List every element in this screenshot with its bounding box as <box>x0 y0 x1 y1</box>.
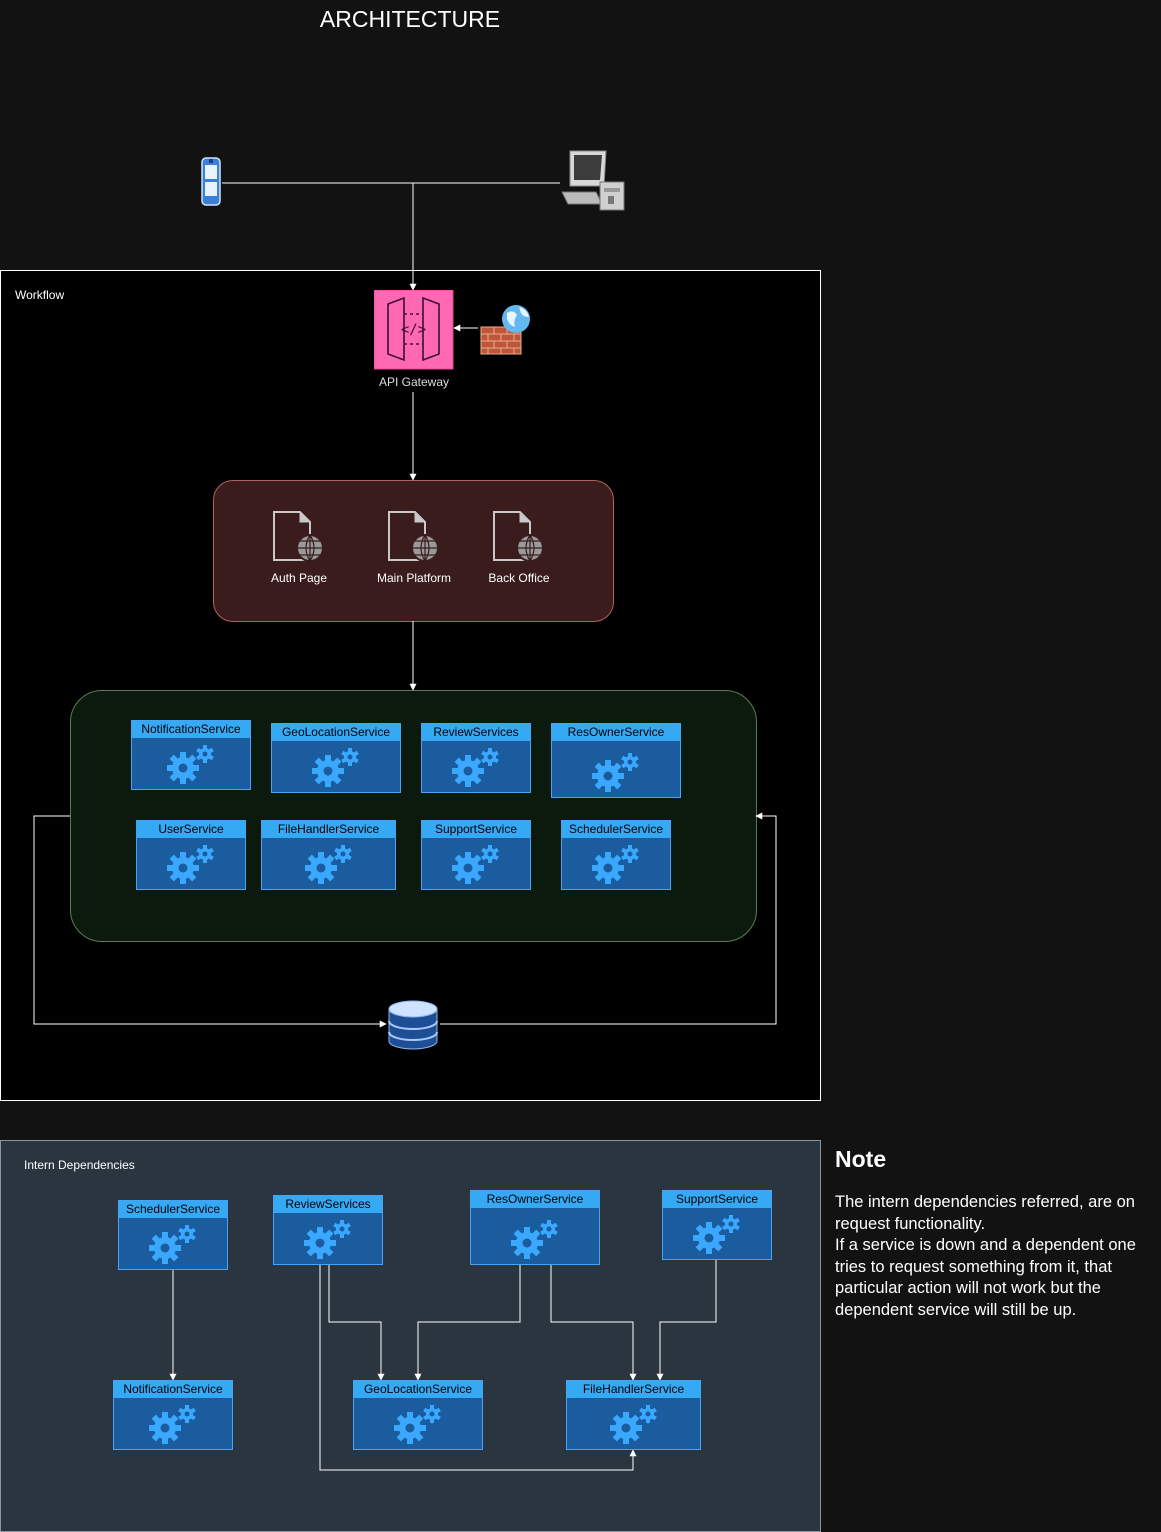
dependency-service-box[interactable]: SchedulerService <box>118 1200 228 1270</box>
dependency-service-box[interactable]: FileHandlerService <box>566 1380 701 1450</box>
gear-icon <box>592 845 639 884</box>
workflow-service-box[interactable]: FileHandlerService <box>261 820 396 890</box>
review-to-geolocation-arrow <box>328 1265 385 1381</box>
web-page-icon <box>273 511 324 562</box>
dependency-service-box[interactable]: GeoLocationService <box>353 1380 483 1450</box>
note-body: The intern dependencies referred, are on… <box>835 1193 1136 1319</box>
api-gateway-label: API Gateway <box>378 375 450 389</box>
dependency-service-box[interactable]: NotificationService <box>113 1380 233 1450</box>
web-page-label: Back Office <box>488 571 550 585</box>
firewall-icon <box>480 305 530 355</box>
gear-icon <box>312 748 359 787</box>
services-to-db-arrow <box>33 815 387 1028</box>
workflow-service-box[interactable]: SupportService <box>421 820 531 890</box>
workflow-label: Workflow <box>15 288 65 302</box>
service-name: NotificationService <box>132 721 250 738</box>
gear-icon <box>452 845 499 884</box>
workflow-service-box[interactable]: SchedulerService <box>561 820 671 890</box>
service-name: SchedulerService <box>119 1201 227 1218</box>
resowner-to-filehandler-arrow <box>550 1265 637 1381</box>
desktop-computer-icon <box>561 150 625 211</box>
database-icon <box>388 1000 438 1050</box>
support-to-filehandler-arrow <box>656 1260 717 1381</box>
service-name: GeoLocationService <box>272 724 400 741</box>
workflow-service-box[interactable]: UserService <box>136 820 246 890</box>
review-to-filehandler-arrow <box>319 1265 637 1471</box>
service-name: ResOwnerService <box>552 724 680 741</box>
gear-icon <box>693 1215 740 1254</box>
web-page-2[interactable] <box>387 510 441 569</box>
note-title: Note <box>835 1146 887 1172</box>
service-name: NotificationService <box>114 1381 232 1398</box>
gear-icon <box>149 1405 196 1444</box>
workflow-service-box[interactable]: ResOwnerService <box>551 723 681 798</box>
workflow-service-box[interactable]: ReviewServices <box>421 723 531 793</box>
service-name: SupportService <box>663 1191 771 1208</box>
service-name: ResOwnerService <box>471 1191 599 1208</box>
service-name: UserService <box>137 821 245 838</box>
gear-icon <box>167 845 214 884</box>
service-name: GeoLocationService <box>354 1381 482 1398</box>
service-name: ReviewServices <box>274 1196 382 1213</box>
gear-icon <box>452 748 499 787</box>
service-name: SchedulerService <box>562 821 670 838</box>
service-name: FileHandlerService <box>567 1381 700 1398</box>
workflow-service-box[interactable]: NotificationService <box>131 720 251 790</box>
gear-icon <box>149 1225 196 1264</box>
web-page-icon <box>493 511 544 562</box>
dependency-service-box[interactable]: SupportService <box>662 1190 772 1260</box>
gear-icon <box>167 745 214 784</box>
gear-icon <box>394 1405 441 1444</box>
gear-icon <box>609 1405 657 1444</box>
gear-icon <box>304 845 352 884</box>
svg-text:</>: </> <box>401 322 426 338</box>
resowner-to-geolocation-arrow <box>414 1265 521 1381</box>
db-to-services-arrow <box>440 812 777 1025</box>
dependency-service-box[interactable]: ReviewServices <box>273 1195 383 1265</box>
web-page-3[interactable] <box>492 510 546 569</box>
web-page-icon <box>388 511 439 562</box>
gear-icon <box>304 1220 351 1259</box>
web-page-label: Auth Page <box>270 571 328 585</box>
dependencies-label: Intern Dependencies <box>24 1158 135 1172</box>
web-page-label: Main Platform <box>376 571 452 585</box>
web-page-1[interactable] <box>272 510 326 569</box>
workflow-service-box[interactable]: GeoLocationService <box>271 723 401 793</box>
mobile-phone-icon <box>201 157 221 206</box>
service-name: ReviewServices <box>422 724 530 741</box>
gear-icon <box>592 753 639 792</box>
gear-icon <box>511 1220 558 1259</box>
api-gateway-icon[interactable]: </> <box>374 290 454 370</box>
dependency-service-box[interactable]: ResOwnerService <box>470 1190 600 1265</box>
diagram-title: ARCHITECTURE <box>319 6 501 32</box>
service-name: SupportService <box>422 821 530 838</box>
service-name: FileHandlerService <box>262 821 395 838</box>
